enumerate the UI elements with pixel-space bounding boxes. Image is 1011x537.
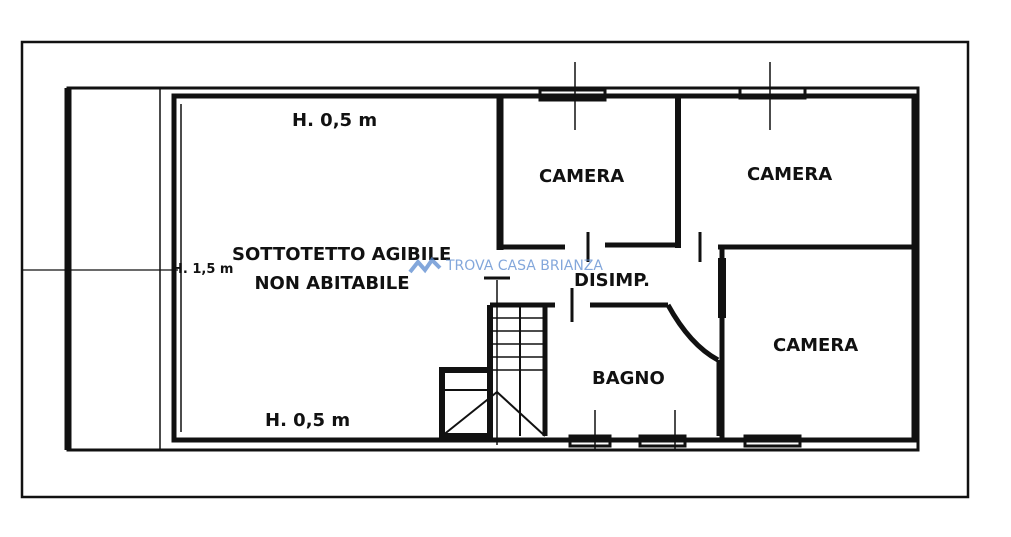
room-label-disimpegno: DISIMP. xyxy=(574,270,650,291)
room-label-bagno: BAGNO xyxy=(592,368,665,389)
room-label-camera-1: CAMERA xyxy=(539,166,625,187)
room-label-attic-1: SOTTOTETTO AGIBILE xyxy=(232,244,452,265)
room-label-camera-3: CAMERA xyxy=(773,335,859,356)
height-label-bottom: H. 0,5 m xyxy=(265,410,351,431)
room-label-attic-2: NON ABITABILE xyxy=(254,273,410,294)
watermark: TROVA CASA BRIANZA xyxy=(408,256,603,276)
exterior-wall xyxy=(171,93,917,443)
watermark-text: TROVA CASA BRIANZA xyxy=(446,258,603,274)
room-label-camera-2: CAMERA xyxy=(747,164,833,185)
height-label-middle: H. 1,5 m xyxy=(172,262,234,277)
watermark-logo-icon xyxy=(408,256,442,274)
height-label-top: H. 0,5 m xyxy=(292,110,378,131)
